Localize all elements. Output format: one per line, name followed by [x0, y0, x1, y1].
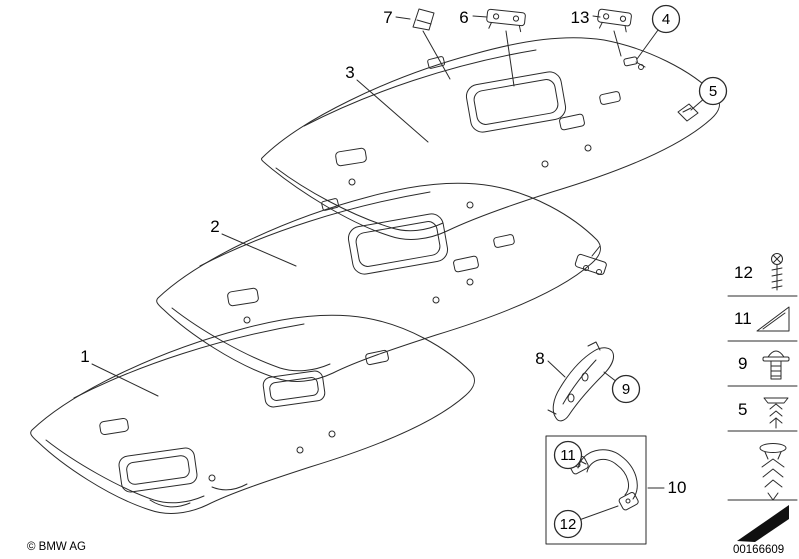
- direction-arrow-icon[interactable]: [737, 505, 789, 542]
- clip-mark: [466, 278, 474, 286]
- headliner-panel-3: [261, 37, 720, 240]
- callout-6[interactable]: 6: [459, 8, 468, 27]
- legend-label-5: 5: [738, 400, 747, 419]
- clip-mark: [584, 144, 592, 152]
- callout-2[interactable]: 2: [210, 217, 219, 236]
- callout-9[interactable]: 9: [611, 374, 641, 404]
- bracket-part-8: [547, 341, 614, 422]
- legend-label-11: 11: [734, 309, 752, 328]
- bracket-part-6: [486, 8, 526, 33]
- grab-handle-detail-box: [545, 435, 647, 545]
- callout-13[interactable]: 13: [571, 8, 590, 27]
- callout-9-label: 9: [622, 381, 630, 398]
- legend-row-5[interactable]: 5: [738, 397, 789, 429]
- copyright: © BMW AG: [27, 541, 86, 553]
- legend-row-9[interactable]: 9: [738, 350, 790, 380]
- callouts: 7 6 13 4 5 3 2 1 8 9 10 11 12: [80, 4, 728, 539]
- callout-12[interactable]: 12: [553, 509, 583, 539]
- headliner-panel-1: [30, 314, 475, 514]
- legend-row-12[interactable]: 12: [734, 253, 783, 291]
- callout-5-circle: [698, 76, 728, 106]
- expanding-nut-icon: [762, 350, 790, 380]
- sunroof-opening-2: [347, 213, 449, 275]
- corner-part-5: [677, 103, 699, 122]
- clip-mark: [466, 201, 474, 209]
- clip-mark: [348, 178, 356, 186]
- callout-8[interactable]: 8: [535, 349, 544, 368]
- clip-mark: [296, 446, 304, 454]
- clip-mark: [243, 316, 251, 324]
- center-opening-1: [262, 370, 326, 408]
- cover-wedge-icon: [756, 306, 790, 332]
- callout-12-label: 12: [560, 516, 577, 533]
- headliner-panel-2: [156, 182, 601, 382]
- callout-4-label: 4: [662, 11, 670, 28]
- clip-part-7: [412, 8, 435, 31]
- callout-11[interactable]: 11: [553, 440, 583, 470]
- clip-mark: [541, 160, 549, 168]
- callout-5-label: 5: [709, 83, 717, 100]
- legend-label-9: 9: [738, 354, 747, 373]
- fastener-legend: 12 11 9: [727, 253, 798, 542]
- callout-1[interactable]: 1: [80, 347, 89, 366]
- grab-handle-part-10: [568, 449, 639, 511]
- callout-10[interactable]: 10: [668, 478, 687, 497]
- callout-7[interactable]: 7: [383, 8, 392, 27]
- callout-11-circle: [553, 440, 583, 470]
- expanding-rivet-icon: [763, 397, 789, 429]
- clip-mark: [432, 296, 440, 304]
- mount-part-4: [623, 56, 646, 70]
- callout-11-label: 11: [560, 447, 576, 464]
- expansion-rivet-large-icon: [759, 443, 787, 501]
- bracket-part-13: [597, 8, 632, 33]
- callout-5[interactable]: 5: [698, 76, 728, 106]
- callout-12-circle: [553, 509, 583, 539]
- clip-mark: [208, 474, 216, 482]
- legend-row-11[interactable]: 11: [734, 306, 790, 332]
- legend-separators: [727, 295, 798, 501]
- callout-4-circle: [651, 4, 681, 34]
- screw-icon: [771, 253, 783, 291]
- rear-bracket-detail: [574, 245, 607, 276]
- front-opening-1: [118, 447, 198, 493]
- clip-mark: [328, 430, 336, 438]
- callout-9-circle: [611, 374, 641, 404]
- document-number: 00166609: [733, 544, 784, 556]
- callout-3[interactable]: 3: [345, 63, 354, 82]
- sunroof-opening-3: [465, 71, 567, 133]
- callout-4[interactable]: 4: [651, 4, 681, 34]
- legend-label-12: 12: [734, 263, 753, 282]
